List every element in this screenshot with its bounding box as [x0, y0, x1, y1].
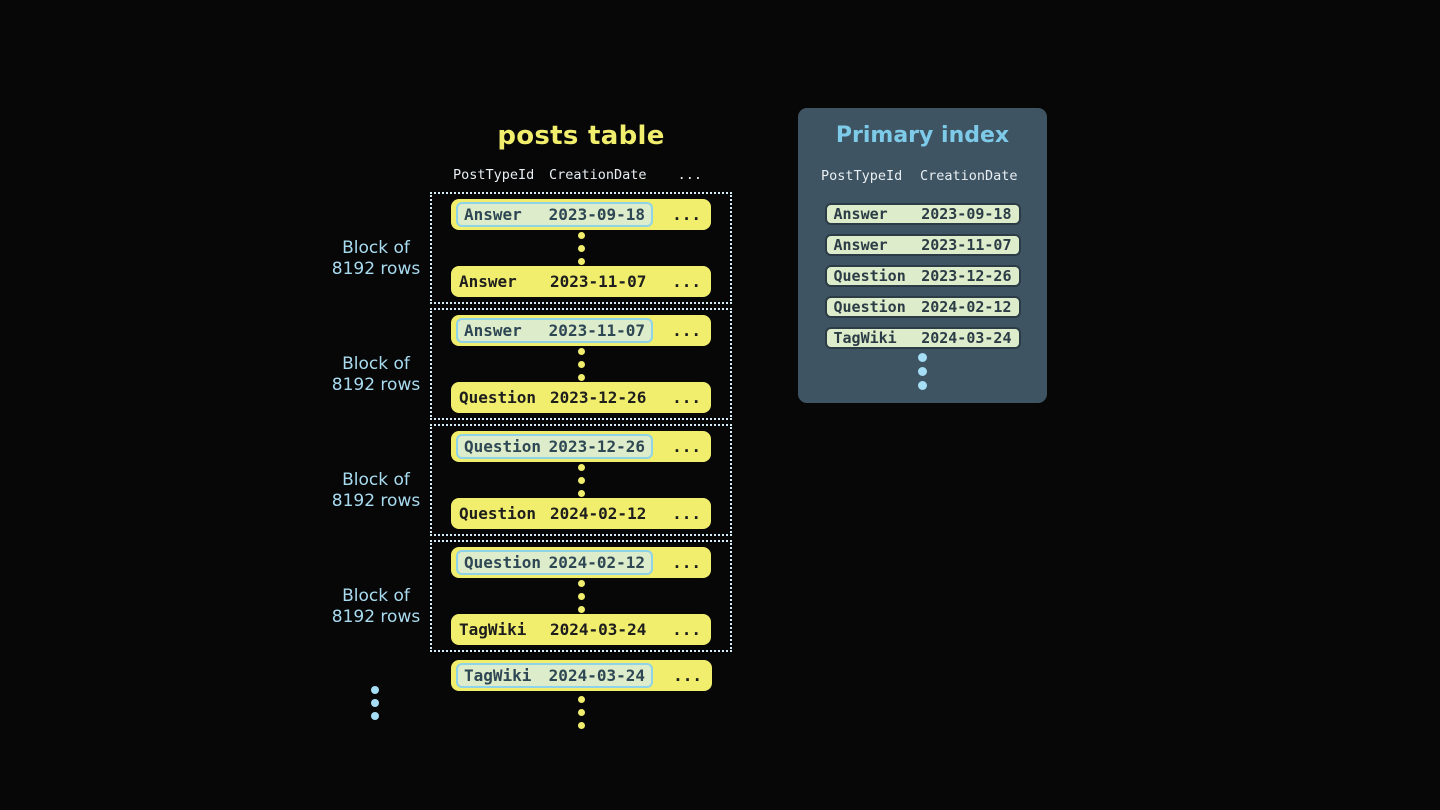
primary-index-rows: Answer 2023-09-18 Answer 2023-11-07 Ques… — [798, 203, 1047, 349]
vertical-ellipsis-dots — [577, 231, 585, 265]
block-label-line2: 8192 rows — [331, 491, 421, 511]
row-ellipsis: ... — [672, 388, 701, 407]
table-row-overflow: TagWiki 2024-03-24 ... — [451, 660, 712, 691]
creation-date-cell: 2023-11-07 — [550, 272, 647, 291]
row-ellipsis: ... — [672, 504, 701, 523]
post-type-cell: Answer — [464, 205, 522, 224]
index-entry: Question 2023-12-26 — [824, 265, 1021, 287]
row-ellipsis: ... — [672, 553, 701, 572]
creation-date-cell: 2023-09-18 — [548, 205, 645, 224]
block-label-line2: 8192 rows — [331, 375, 421, 395]
vertical-ellipsis-dots — [577, 579, 585, 613]
column-header-creationdate: CreationDate — [920, 168, 1018, 184]
post-type-cell: Question — [464, 437, 542, 456]
post-type-cell: TagWiki — [833, 329, 897, 347]
block-label-line1: Block of — [342, 238, 410, 258]
row-block-4: Question 2024-02-12 ... TagWiki 2024-03-… — [430, 540, 732, 652]
table-row: Answer 2023-09-18 ... — [451, 199, 711, 230]
table-row: TagWiki 2024-03-24 ... — [451, 614, 711, 645]
indexed-entry-pill: Question 2023-12-26 — [456, 434, 653, 459]
block-label-line1: Block of — [342, 354, 410, 374]
vertical-ellipsis-dots — [577, 347, 585, 381]
table-row: Question 2023-12-26 ... — [451, 382, 711, 413]
creation-date-cell: 2024-03-24 — [550, 620, 647, 639]
row-ellipsis: ... — [673, 666, 702, 685]
post-type-cell: Question — [833, 267, 906, 285]
table-row: Question 2023-12-26 ... — [451, 431, 711, 462]
post-type-cell: Question — [464, 553, 542, 572]
indexed-entry-pill: Answer 2023-11-07 — [456, 318, 653, 343]
column-header-posttypeid: PostTypeId — [821, 168, 903, 184]
post-type-cell: Answer — [833, 205, 888, 223]
index-entry: TagWiki 2024-03-24 — [824, 327, 1021, 349]
index-entry: Answer 2023-09-18 — [824, 203, 1021, 225]
block-size-label-3: Block of 8192 rows — [321, 470, 431, 512]
vertical-ellipsis-dots — [577, 463, 585, 497]
creation-date-cell: 2024-02-12 — [548, 553, 645, 572]
post-type-cell: TagWiki — [464, 666, 532, 685]
more-index-entries-ellipsis-dots — [798, 353, 1047, 390]
index-entry: Question 2024-02-12 — [824, 296, 1021, 318]
creation-date-cell: 2023-11-07 — [548, 321, 645, 340]
primary-index-title: Primary index — [835, 123, 1010, 148]
row-block-1: Answer 2023-09-18 ... Answer 2023-11-07 … — [430, 192, 732, 304]
creation-date-cell: 2024-03-24 — [548, 666, 645, 685]
column-header-creationdate: CreationDate — [549, 167, 647, 183]
row-ellipsis: ... — [672, 205, 701, 224]
creation-date-cell: 2023-09-18 — [921, 205, 1012, 223]
creation-date-cell: 2023-11-07 — [921, 236, 1012, 254]
table-row: Question 2024-02-12 ... — [451, 498, 711, 529]
primary-index-panel: Primary index PostTypeId CreationDate An… — [798, 108, 1047, 403]
post-type-cell: TagWiki — [459, 620, 527, 639]
post-type-cell: Question — [833, 298, 906, 316]
row-ellipsis: ... — [672, 437, 701, 456]
table-row: Answer 2023-11-07 ... — [451, 266, 711, 297]
posts-table-title: posts table — [497, 121, 665, 151]
post-type-cell: Answer — [459, 272, 517, 291]
block-size-label-2: Block of 8192 rows — [321, 354, 431, 396]
creation-date-cell: 2023-12-26 — [921, 267, 1012, 285]
row-ellipsis: ... — [672, 321, 701, 340]
block-size-label-4: Block of 8192 rows — [321, 586, 431, 628]
post-type-cell: Answer — [833, 236, 888, 254]
post-type-cell: Answer — [464, 321, 522, 340]
row-block-2: Answer 2023-11-07 ... Question 2023-12-2… — [430, 308, 732, 420]
table-row: Answer 2023-11-07 ... — [451, 315, 711, 346]
creation-date-cell: 2024-02-12 — [550, 504, 647, 523]
indexed-entry-pill: Answer 2023-09-18 — [456, 202, 653, 227]
posts-table-column-headers: PostTypeId CreationDate ... — [451, 166, 712, 184]
creation-date-cell: 2024-02-12 — [921, 298, 1012, 316]
index-entry: Answer 2023-11-07 — [824, 234, 1021, 256]
creation-date-cell: 2024-03-24 — [921, 329, 1012, 347]
post-type-cell: Question — [459, 388, 537, 407]
block-label-line2: 8192 rows — [331, 607, 421, 627]
more-blocks-ellipsis-dots — [371, 686, 379, 720]
row-ellipsis: ... — [672, 620, 701, 639]
post-type-cell: Question — [459, 504, 537, 523]
vertical-ellipsis-dots — [578, 696, 585, 729]
primary-index-column-headers: PostTypeId CreationDate — [798, 167, 1047, 185]
column-header-ellipsis: ... — [677, 167, 702, 183]
block-label-line2: 8192 rows — [331, 259, 421, 279]
block-label-line1: Block of — [342, 586, 410, 606]
indexed-entry-pill: Question 2024-02-12 — [456, 550, 653, 575]
block-label-line1: Block of — [342, 470, 410, 490]
creation-date-cell: 2023-12-26 — [550, 388, 647, 407]
table-row: Question 2024-02-12 ... — [451, 547, 711, 578]
row-ellipsis: ... — [672, 272, 701, 291]
indexed-entry-pill: TagWiki 2024-03-24 — [456, 663, 653, 688]
row-block-3: Question 2023-12-26 ... Question 2024-02… — [430, 424, 732, 536]
column-header-posttypeid: PostTypeId — [453, 167, 535, 183]
block-size-label-1: Block of 8192 rows — [321, 238, 431, 280]
creation-date-cell: 2023-12-26 — [548, 437, 645, 456]
